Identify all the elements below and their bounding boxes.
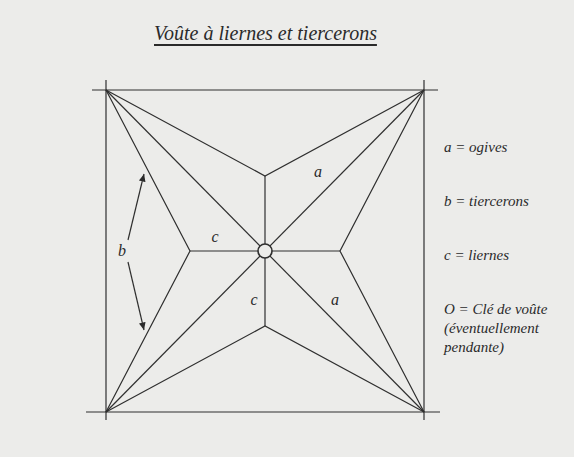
ogive-rib	[106, 90, 424, 412]
rib-letter: b	[116, 243, 128, 259]
rib-letter: c	[209, 229, 220, 245]
rib-letter: c	[248, 292, 259, 308]
square-edge	[105, 80, 106, 420]
key-note: b = tiercerons	[444, 192, 570, 211]
rib-letter: a	[312, 164, 324, 180]
ogive-rib	[106, 90, 424, 412]
square-edge	[423, 80, 424, 420]
tierceron-rib	[106, 90, 190, 412]
key-note: c = liernes	[444, 246, 570, 265]
key-note: O = Clé de voûte (éventuellement pendant…	[444, 300, 570, 357]
title: Voûte à liernes et tiercerons	[154, 22, 377, 45]
tierceron-rib	[106, 90, 424, 176]
square-edge	[86, 411, 440, 412]
square-edge	[92, 89, 438, 90]
pointer-arrow	[128, 262, 144, 330]
keystone	[258, 244, 272, 258]
tierceron-rib	[106, 326, 424, 412]
tierceron-rib	[340, 90, 424, 412]
pointer-arrow	[128, 174, 144, 240]
rib-letter: a	[329, 292, 341, 308]
key-note: a = ogives	[444, 138, 570, 157]
